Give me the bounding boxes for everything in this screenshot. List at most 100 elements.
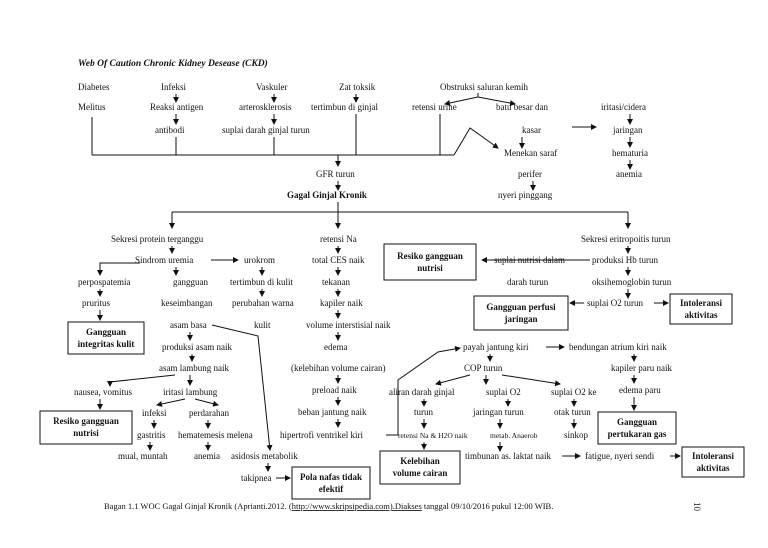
diagnosis-kelebihan-volume xyxy=(379,450,461,485)
node-arterosklerosis: arterosklerosis xyxy=(239,102,292,112)
node-payah-jantung: payah jantung kiri xyxy=(463,342,529,352)
node-total-ces: total CES naik xyxy=(312,255,365,265)
node-asam-lambung: asam lambung naik xyxy=(159,363,229,373)
node-retensi-na: retensi Na xyxy=(320,234,357,244)
node-preload: preload naik xyxy=(312,385,357,395)
cause-zat-toksik: Zat toksik xyxy=(339,82,376,92)
cause-obstruksi: Obstruksi saluran kemih xyxy=(440,82,528,92)
node-antibodi: antibodi xyxy=(155,125,185,135)
figure-caption: Bagan 1.1 WOC Gagal Ginjal Kronik (Apria… xyxy=(104,501,553,511)
node-infeksi: infeksi xyxy=(142,408,167,418)
cause-melitus: Melitus xyxy=(78,102,106,112)
node-hipertrofi: hipertrofi ventrikel kiri xyxy=(280,430,363,440)
diagnosis-gangguan-perfusi xyxy=(473,295,569,331)
cause-diabetes: Diabetes xyxy=(78,82,110,92)
node-urokrom: urokrom xyxy=(244,255,275,265)
node-aliran-darah: aliran darah ginjal xyxy=(389,387,455,397)
caption-prefix: Bagan 1.1 WOC Gagal Ginjal Kronik (Apria… xyxy=(104,501,292,511)
node-perifer: perifer xyxy=(518,169,542,179)
node-gastritis: gastritis xyxy=(137,430,166,440)
node-turun: turun xyxy=(414,407,433,417)
node-volume-interstisial: volume interstisial naik xyxy=(306,320,391,330)
node-perubahan-warna: perubahan warna xyxy=(232,298,294,308)
node-produksi-hb: produksi Hb turun xyxy=(592,255,658,265)
node-kapiler-paru: kapiler paru naik xyxy=(611,363,672,373)
node-reaksi-antigen: Reaksi antigen xyxy=(150,102,204,112)
node-edema-paru: edema paru xyxy=(619,385,661,395)
node-jaringan: jaringan xyxy=(612,125,643,135)
diagnosis-pola-nafas xyxy=(291,466,371,500)
diagnosis-resiko-nutrisi-top-line2: nutrisi xyxy=(417,263,443,273)
node-tekanan: tekanan xyxy=(322,277,350,287)
node-beban-jantung: beban jantung naik xyxy=(298,407,367,417)
node-otak-turun: otak turun xyxy=(554,407,591,417)
node-nyeri-pinggang: nyeri pinggang xyxy=(498,190,553,200)
diagnosis-resiko-nutrisi-top-line1: Resiko gangguan xyxy=(397,251,463,261)
node-tertimbun-ginjal: tertimbun di ginjal xyxy=(311,102,378,112)
diagnosis-resiko-nutrisi-low xyxy=(39,410,133,445)
node-tertimbun-kulit: tertimbun di kulit xyxy=(230,277,293,287)
diagnosis-intoleransi-low-line2: aktivitas xyxy=(696,463,730,473)
diagnosis-pola-nafas-line2: efektif xyxy=(319,484,344,494)
node-hematemesis: hematemesis melena xyxy=(178,430,253,440)
node-sekresi-eritropoitis: Sekresi eritropoitis turun xyxy=(581,234,671,244)
node-kapiler-naik: kapiler naik xyxy=(320,298,363,308)
node-retensi-urine: retensi urine xyxy=(412,102,457,112)
node-retensi-na-h2o: retensi Na & H2O naik xyxy=(398,431,468,440)
node-iritasi-cidera: iritasi/cidera xyxy=(601,102,646,112)
caption-link[interactable]: http://www.skripsipedia.com).Diakses xyxy=(292,501,422,511)
node-gangguan: gangguan xyxy=(173,277,208,287)
diagnosis-pertukaran-gas xyxy=(597,411,677,445)
diagnosis-intoleransi-low xyxy=(681,446,745,478)
node-gagal-ginjal-kronik: Gagal Ginjal Kronik xyxy=(287,190,367,200)
node-suplai-o2-ke: suplai O2 ke xyxy=(551,387,597,397)
diagnosis-integritas-kulit-line1: Gangguan xyxy=(86,327,126,337)
node-nausea-vomitus: nausea, vomitus xyxy=(74,387,132,397)
diagnosis-gangguan-perfusi-line2: jaringan xyxy=(503,314,537,324)
node-iritasi-lambung: iritasi lambung xyxy=(163,387,218,397)
diagnosis-kelebihan-volume-line1: Kelebihan xyxy=(400,456,440,466)
node-suplai-nutrisi: suplai nutrisi dalam xyxy=(494,255,565,265)
node-pruritus: pruritus xyxy=(82,298,110,308)
node-bendungan-atrium: bendungan atrium kiri naik xyxy=(569,342,667,352)
node-menekan-saraf: Menekan saraf xyxy=(504,148,557,158)
diagnosis-integritas-kulit-line2: integritas kulit xyxy=(78,339,135,349)
cause-vaskuler: Vaskuler xyxy=(256,82,288,92)
node-kelebihan-volume-text: (kelebihan volume cairan) xyxy=(291,363,385,373)
node-mual-muntah: mual, muntah xyxy=(118,451,168,461)
diagnosis-integritas-kulit xyxy=(67,321,145,355)
node-darah-turun: darah turun xyxy=(507,277,549,287)
node-sekresi-protein: Sekresi protein terganggu xyxy=(111,234,204,244)
diagnosis-kelebihan-volume-line2: volume cairan xyxy=(393,468,448,478)
node-kulit: kulit xyxy=(254,320,271,330)
node-keseimbangan: keseimbangan xyxy=(161,298,213,308)
diagnosis-pertukaran-gas-line2: pertukaran gas xyxy=(608,429,667,439)
node-anemia-low: anemia xyxy=(194,451,220,461)
node-hematuria: hematuria xyxy=(612,148,648,158)
node-kasar: kasar xyxy=(522,125,541,135)
caption-suffix: tanggal 09/10/2016 pukul 12:00 WIB. xyxy=(422,501,554,511)
diagnosis-intoleransi-top-line2: aktivitas xyxy=(684,310,718,320)
node-asidosis: asidosis metabolik xyxy=(231,451,298,461)
node-edema: edema xyxy=(324,342,347,352)
diagnosis-resiko-nutrisi-low-line1: Resiko gangguan xyxy=(53,416,119,426)
node-gfr-turun: GFR turun xyxy=(316,169,355,179)
node-oksihemoglobin: oksihemoglobin turun xyxy=(592,277,672,287)
node-asam-basa: asam basa xyxy=(170,320,207,330)
diagnosis-resiko-nutrisi-top xyxy=(383,243,477,281)
node-takipnea: takipnea xyxy=(241,473,272,483)
diagnosis-intoleransi-low-line1: Intoleransi xyxy=(692,451,735,461)
node-sinkop: sinkop xyxy=(564,430,589,440)
node-timbunan-laktat: timbunan as. laktat naik xyxy=(465,451,551,461)
node-perpospatemia: perpospatemia xyxy=(78,277,130,287)
node-cop-turun: COP turun xyxy=(464,363,503,373)
node-jaringan-turun: jaringan turun xyxy=(472,407,524,417)
diagnosis-intoleransi-top-line1: Intoleransi xyxy=(680,298,723,308)
node-suplai-o2-turun: suplai O2 turun xyxy=(587,298,643,308)
node-metab-anaerob: metab. Anaerob xyxy=(490,431,538,440)
diagnosis-resiko-nutrisi-low-line2: nutrisi xyxy=(73,428,99,438)
diagnosis-pola-nafas-line1: Pola nafas tidak xyxy=(300,472,362,482)
diagnosis-pertukaran-gas-line1: Gangguan xyxy=(617,417,657,427)
